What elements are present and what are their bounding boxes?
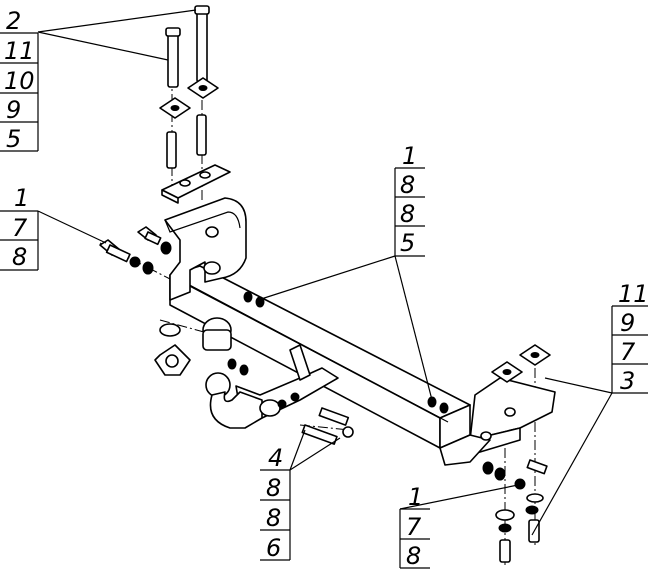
callout-label: 8 [400, 171, 415, 199]
callout-label: 7 [12, 214, 28, 242]
main-crossbar [169, 265, 471, 449]
callout-label: 10 [4, 67, 35, 95]
callout-bottom-right: 1 7 8 [399, 483, 430, 570]
bottom-bolts [301, 407, 354, 445]
callout-label: 9 [6, 96, 21, 124]
callout-label: 1 [402, 142, 417, 170]
callout-label: 2 [6, 7, 21, 35]
callout-label: 7 [406, 513, 422, 541]
callout-label: 1 [408, 483, 423, 511]
callout-label: 8 [266, 504, 281, 532]
vertical-bolts [165, 5, 210, 169]
socket-parts [154, 317, 249, 376]
left-bolt-stack [99, 226, 172, 275]
callout-label: 4 [268, 444, 283, 472]
callout-label: 8 [406, 542, 421, 570]
tow-ball-mount [205, 344, 339, 429]
callout-label: 5 [400, 229, 415, 257]
callout-top-left: 2 11 10 9 5 [0, 7, 39, 153]
leader-lines [37, 9, 613, 536]
callout-label: 3 [620, 367, 635, 395]
callout-label: 8 [400, 200, 415, 228]
callout-label: 11 [4, 37, 35, 65]
callout-mid-left: 1 7 8 [0, 184, 39, 271]
clamp-plate [161, 164, 231, 204]
callout-label: 9 [620, 309, 635, 337]
callout-label: 6 [266, 534, 281, 562]
callout-label: 1 [14, 184, 29, 212]
callout-label: 5 [6, 125, 21, 153]
callout-label: 7 [620, 338, 636, 366]
callout-label: 11 [618, 280, 649, 308]
callout-bottom-center: 4 8 8 6 [260, 444, 291, 562]
callout-top-center: 1 8 8 5 [394, 142, 425, 257]
right-bracket [439, 377, 556, 466]
square-washers [159, 77, 551, 383]
callout-right: 11 9 7 3 [611, 280, 649, 395]
callout-label: 8 [12, 243, 27, 271]
callout-label: 8 [266, 474, 281, 502]
left-bracket [164, 197, 247, 301]
assembly-axes [99, 10, 536, 565]
